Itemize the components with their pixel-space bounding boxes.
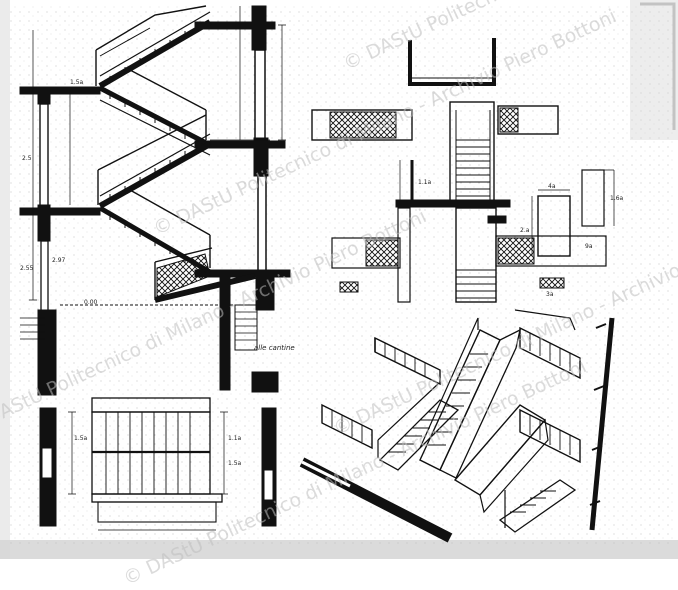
label-door-dim: 4a bbox=[548, 183, 556, 190]
plan-dimension-labels: 1.5a 1.1a 1.5a bbox=[74, 435, 242, 467]
label-floor-dim: 2.55 bbox=[20, 265, 34, 272]
label-top-dim: 1.5a bbox=[70, 79, 84, 86]
label-plan-left: 1.5a bbox=[74, 435, 88, 442]
label-small-dim: 9a bbox=[585, 243, 593, 250]
label-plan-right: 1.1a bbox=[228, 435, 242, 442]
label-floor-level: 2.97 bbox=[52, 257, 66, 264]
label-ground: 0.00 bbox=[84, 299, 98, 306]
label-window-dim: 1.6a bbox=[610, 195, 624, 202]
stair-section bbox=[19, 5, 291, 396]
drawing-canvas: 2.97 2.55 1.5a 2.5 0.00 alle cantine bbox=[0, 0, 678, 559]
label-cellar: alle cantine bbox=[254, 344, 295, 352]
section-dimension-labels: 2.97 2.55 1.5a 2.5 0.00 alle cantine bbox=[20, 79, 295, 352]
label-mid-dim: 2.5 bbox=[22, 155, 32, 162]
stair-axonometric bbox=[299, 309, 615, 543]
label-left-dim: 2.a bbox=[520, 227, 530, 234]
stair-plan bbox=[39, 397, 277, 531]
elevation-dimension-labels: 4a 1.6a 9a 3a 1.1a 2.a bbox=[418, 179, 624, 298]
label-base-dim: 3a bbox=[546, 291, 554, 298]
paper-edge-shadow bbox=[640, 2, 676, 130]
label-plan-right2: 1.5a bbox=[228, 460, 242, 467]
stair-elevation bbox=[311, 38, 615, 303]
label-side-dim: 1.1a bbox=[418, 179, 432, 186]
